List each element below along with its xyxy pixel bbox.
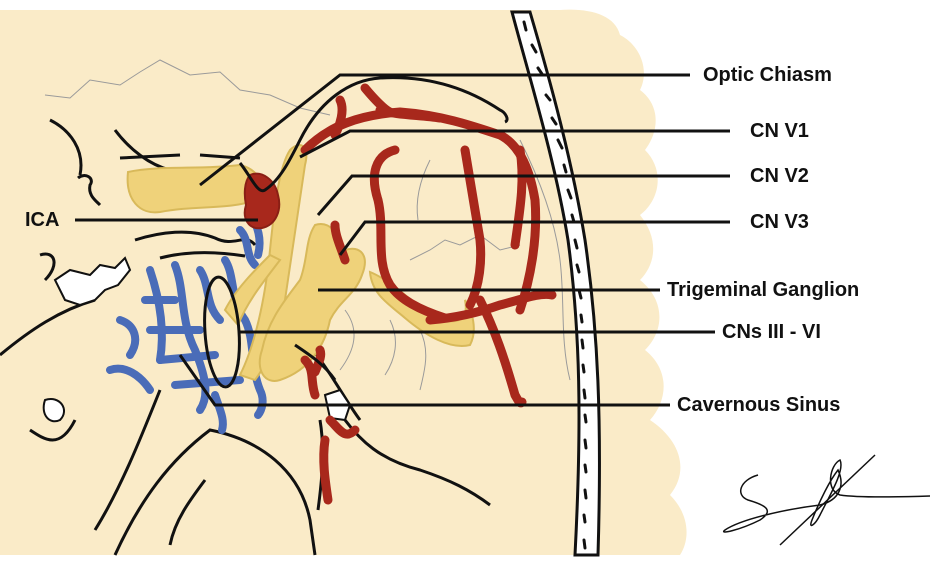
tissue-contour [409,234,521,261]
bone-outline [77,174,102,207]
artist-signature-stroke [779,454,876,546]
label-trigeminal-ganglion: Trigeminal Ganglion [667,279,860,301]
label-cn-v1: CN V1 [750,120,809,142]
bone-outline [49,118,83,176]
skull-band-marks [522,20,588,550]
dura-outline [294,343,337,381]
brain-contour [44,59,331,116]
bone-outline [159,251,246,260]
artist-signature [722,458,931,533]
leader-cn-v2 [316,174,730,216]
bone-outline [29,419,77,442]
tissue-contour [416,159,431,221]
arteries [300,83,557,505]
label-cn-v3: CN V3 [750,211,809,233]
bone-outline [113,428,317,556]
dura-outline [238,76,509,193]
tissue-contour [339,309,427,391]
label-cavernous-sinus: Cavernous Sinus [677,394,841,416]
label-optic-chiasm: Optic Chiasm [703,64,832,86]
leader-cavernous-sinus [178,354,670,407]
label-cn-v2: CN V2 [750,165,809,187]
leader-lines [75,73,730,407]
leader-optic-chiasm [199,73,690,187]
skull-band [510,10,601,557]
foramen-shape [42,398,65,423]
foramen-shape [53,256,132,307]
leader-cn-v1 [299,129,730,159]
leader-cn-v3 [338,220,730,256]
label-ica: ICA [25,209,60,231]
bone-outline [343,419,491,507]
bone-outline [93,389,162,531]
label-cns-iii-vi: CNs III - VI [722,321,821,343]
bone-outline [168,479,207,546]
bone-outline [39,252,56,282]
cns-iii-vi-ellipse [203,275,241,389]
cavernous-sinus-plexus [106,211,267,434]
